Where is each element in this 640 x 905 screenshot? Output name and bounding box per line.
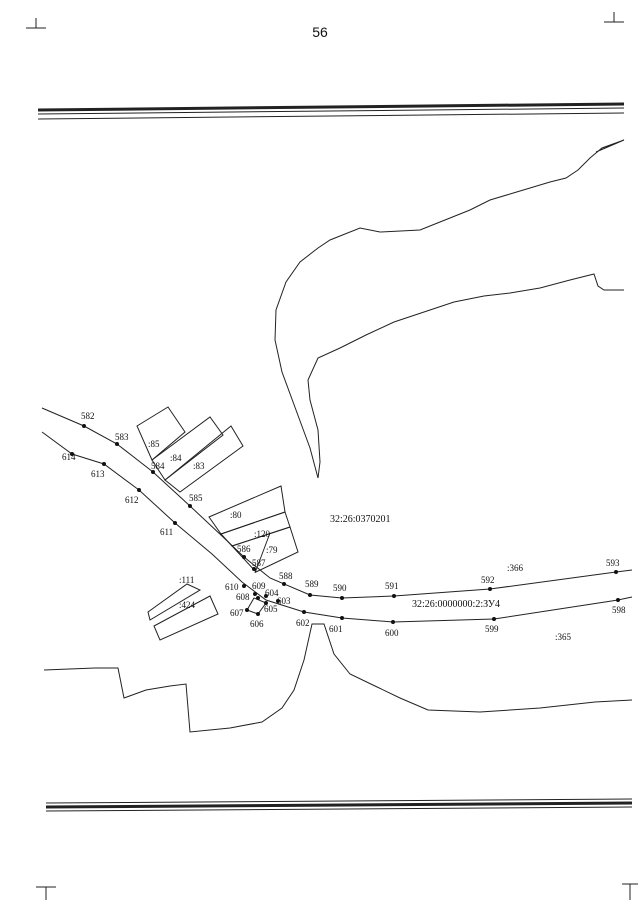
- road-parcel-label: 32:26:0000000:2:ЗУ4: [412, 599, 500, 610]
- parcel-85: [136, 406, 186, 461]
- point-label: 584: [151, 461, 165, 471]
- parcel-83: [164, 425, 244, 493]
- point-label: 600: [385, 628, 399, 638]
- cadastral-block-label: 32:26:0370201: [330, 514, 391, 525]
- parcel-label: :84: [170, 453, 182, 463]
- point-label: 608: [236, 592, 250, 602]
- parcel-111: [147, 583, 202, 621]
- point-label: 611: [160, 527, 173, 537]
- parcel-80: [208, 485, 286, 535]
- point-label: 613: [91, 469, 105, 479]
- survey-points: [70, 424, 620, 624]
- bottom-frame-rule: [45, 798, 633, 812]
- parcel-label: :83: [193, 461, 205, 471]
- page-number: 56: [312, 24, 328, 40]
- point-label: 586: [237, 544, 251, 554]
- parcel-84: [151, 416, 224, 481]
- parcel-424: [153, 595, 219, 641]
- point-label: 601: [329, 624, 343, 634]
- point-label: 591: [385, 581, 399, 591]
- parcel-label: :111: [179, 575, 194, 585]
- corner-marks: [26, 12, 638, 900]
- point-label: 599: [485, 624, 499, 634]
- point-label: 585: [189, 493, 203, 503]
- point-label: 587: [252, 558, 266, 568]
- point-label: 593: [606, 558, 620, 568]
- point-label: 614: [62, 452, 76, 462]
- parcel-label: :120: [254, 529, 271, 539]
- point-label: 602: [296, 618, 310, 628]
- parcels: [136, 406, 299, 641]
- point-label: 604: [265, 588, 279, 598]
- parcel-label: :85: [148, 439, 160, 449]
- point-label: 609: [252, 581, 266, 591]
- point-label: 612: [125, 495, 139, 505]
- top-frame-rule: [37, 102, 625, 120]
- parcel-label: :80: [230, 510, 242, 520]
- point-label: 589: [305, 579, 319, 589]
- parcel-label: :365: [555, 632, 572, 642]
- point-label: 606: [250, 619, 264, 629]
- point-label: 582: [81, 411, 95, 421]
- point-labels: 582 583 584 585 586 587 588 589 590 591 …: [62, 411, 626, 638]
- point-label: 603: [277, 596, 291, 606]
- point-label: 583: [115, 432, 129, 442]
- parcel-label: :424: [179, 600, 196, 610]
- river-contour: [43, 139, 633, 733]
- point-label: 598: [612, 605, 626, 615]
- point-label: 590: [333, 583, 347, 593]
- point-label: 588: [279, 571, 293, 581]
- parcel-label: :366: [507, 563, 524, 573]
- point-label: 605: [264, 604, 278, 614]
- point-label: 610: [225, 582, 239, 592]
- point-label: 592: [481, 575, 495, 585]
- point-label: 607: [230, 608, 244, 618]
- parcel-79: [231, 526, 299, 573]
- parcel-label: :79: [266, 545, 278, 555]
